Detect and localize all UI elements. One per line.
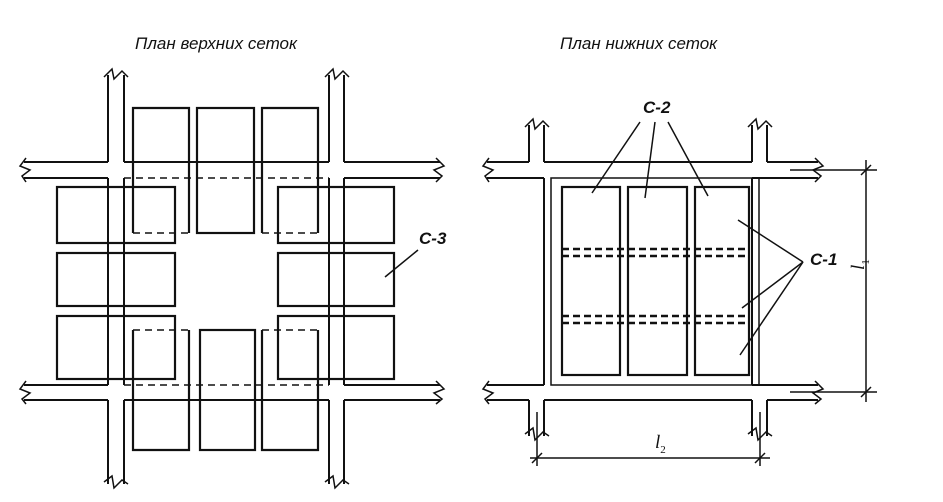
- c2-leader-lines: [591, 121, 709, 199]
- lower-plan-meshes-c1: [562, 247, 749, 325]
- upper-plan-hidden-lines: [107, 177, 345, 386]
- dimension-l1: [790, 160, 877, 402]
- upper-plan-beams: [18, 67, 446, 490]
- lower-plan-meshes-c2: [560, 185, 751, 377]
- upper-plan-meshes-c3: [55, 106, 396, 452]
- lower-plan-beams: [481, 117, 825, 442]
- dimension-label-l2: l2: [655, 432, 666, 456]
- mesh-label-c1: С-1: [810, 250, 838, 269]
- dimension-label-l1: l1: [848, 259, 872, 270]
- c1-leader-lines: [737, 219, 804, 356]
- c3-leader-line: [384, 249, 419, 278]
- upper-plan-title: План верхних сеток: [135, 34, 298, 53]
- dimension-l2: [530, 412, 770, 466]
- lower-plan-title: План нижних сеток: [560, 34, 718, 53]
- mesh-label-c2: С-2: [643, 98, 671, 117]
- mesh-label-c3: С-3: [419, 229, 447, 248]
